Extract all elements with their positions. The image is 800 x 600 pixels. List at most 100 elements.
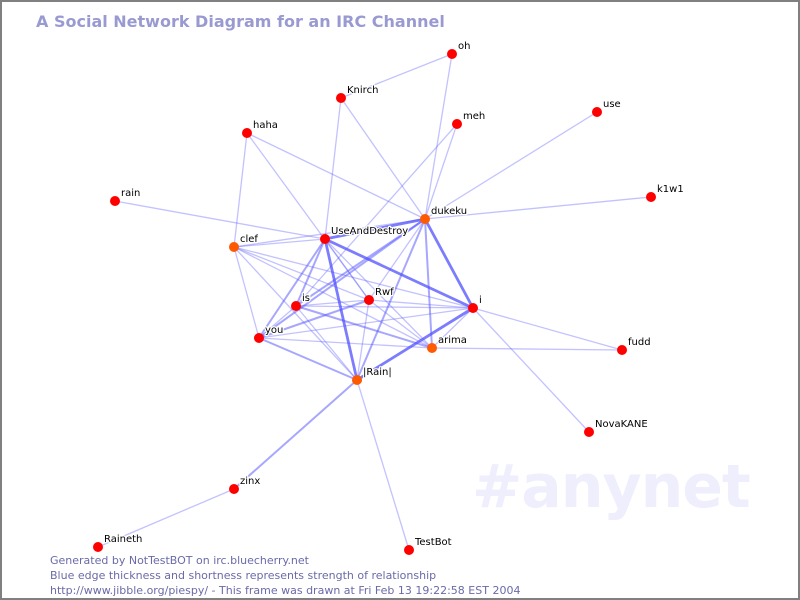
node-label: NovaKANE [595, 419, 648, 430]
edge-i-you [258, 307, 474, 339]
edge-haha-dukeku [246, 132, 426, 220]
node-arima[interactable]: arima [427, 334, 468, 353]
edge-oh-dukeku [424, 53, 453, 220]
node-label: arima [438, 335, 467, 346]
node-label: you [265, 325, 283, 336]
node-label: use [603, 99, 621, 110]
footer: Generated by NotTestBOT on irc.bluecherr… [50, 553, 520, 598]
edge-clef-arima [233, 246, 433, 349]
node-dukeku[interactable]: dukeku [420, 205, 468, 224]
edge-dukeku-Rwf [368, 218, 426, 301]
node-meh[interactable]: meh [452, 110, 486, 129]
node-use[interactable]: use [592, 98, 622, 117]
node-clef[interactable]: clef [229, 233, 260, 252]
node-label: Rwf [375, 287, 394, 298]
node-i[interactable]: i [468, 294, 483, 313]
node-Knirch[interactable]: Knirch [336, 84, 380, 103]
edge-k1w1-dukeku [424, 196, 652, 220]
node-TestBot[interactable]: TestBot [404, 536, 453, 555]
node-you[interactable]: you [254, 324, 285, 343]
node-dot[interactable] [447, 49, 457, 59]
node-Rwf[interactable]: Rwf [364, 286, 395, 305]
node-dot[interactable] [452, 119, 462, 129]
node-fudd[interactable]: fudd [617, 336, 652, 355]
edge-is-i [295, 305, 474, 309]
edge-zinx-Raineth [97, 488, 235, 548]
node-dot[interactable] [584, 427, 594, 437]
node-dot[interactable] [404, 545, 414, 555]
node-dot[interactable] [291, 301, 301, 311]
edge-dukeku-i [423, 218, 475, 309]
edge-is-arima [295, 305, 433, 349]
edge-dukeku-you [258, 218, 426, 339]
node-dot[interactable] [592, 107, 602, 117]
node-label: k1w1 [657, 184, 684, 195]
edge-haha-Rwf [246, 132, 370, 301]
edge-i-fudd [472, 307, 623, 351]
node-dot[interactable] [254, 333, 264, 343]
edge-Rwf-i [368, 299, 474, 309]
edge-you-Rain [258, 337, 358, 381]
edge-i-arima [431, 307, 474, 349]
node-k1w1[interactable]: k1w1 [646, 183, 685, 202]
node-label: rain [121, 188, 140, 199]
node-dot[interactable] [468, 303, 478, 313]
edge-is-Rwf [295, 299, 370, 307]
node-haha[interactable]: haha [242, 119, 279, 138]
edge-i-NovaKANE [472, 307, 590, 433]
node-label: is [302, 293, 310, 304]
node-dot[interactable] [320, 234, 330, 244]
node-NovaKANE[interactable]: NovaKANE [584, 418, 649, 437]
node-label: zinx [240, 476, 260, 487]
edge-oh-Knirch [340, 53, 453, 99]
node-oh[interactable]: oh [447, 40, 472, 59]
node-dot[interactable] [427, 343, 437, 353]
node-dot[interactable] [229, 242, 239, 252]
node-dot[interactable] [336, 93, 346, 103]
edge-clef-you [233, 246, 260, 339]
edge-UseAndDestroy-i [324, 237, 474, 310]
node-dot[interactable] [352, 375, 362, 385]
node-is[interactable]: is [291, 292, 311, 311]
edge-Rain-TestBot [356, 379, 410, 551]
edge-arima-fudd [431, 347, 623, 351]
node-dot[interactable] [364, 295, 374, 305]
edge-dukeku-UseAndDestroy [324, 217, 426, 241]
edge-dukeku-arima [424, 218, 433, 349]
node-dot[interactable] [617, 345, 627, 355]
edge-Knirch-UseAndDestroy [324, 97, 342, 240]
edge-clef-Rain [233, 246, 358, 381]
node-dot[interactable] [420, 214, 430, 224]
footer-url-timestamp: http://www.jibble.org/piespy/ - This fra… [50, 584, 521, 597]
edge-UseAndDestroy-clef [233, 238, 326, 248]
edge-use-dukeku [424, 111, 598, 220]
node-Raineth[interactable]: Raineth [93, 533, 144, 552]
node-label: dukeku [431, 206, 467, 217]
node-dot[interactable] [110, 196, 120, 206]
edge-you-arima [258, 337, 433, 349]
node-rain[interactable]: rain [110, 187, 142, 206]
edge-is-you [258, 305, 297, 339]
node-dot[interactable] [242, 128, 252, 138]
node-label: Raineth [104, 534, 142, 545]
edge-Rwf-Rain [356, 299, 370, 381]
node-label: TestBot [414, 537, 452, 548]
node-dot[interactable] [646, 192, 656, 202]
node-dot[interactable] [93, 542, 103, 552]
edge-dukeku-clef [233, 218, 426, 248]
node-label: |Rain| [363, 367, 392, 378]
edge-haha-clef [233, 132, 248, 248]
edge-Rain-zinx [233, 379, 358, 490]
node-zinx[interactable]: zinx [229, 475, 262, 494]
node-label: clef [240, 234, 258, 245]
diagram-title: A Social Network Diagram for an IRC Chan… [36, 12, 445, 31]
channel-watermark: #anynet [472, 452, 751, 522]
node-dot[interactable] [229, 484, 239, 494]
node-UseAndDestroy[interactable]: UseAndDestroy [320, 225, 409, 244]
node-Rain[interactable]: |Rain| [352, 366, 393, 385]
edge-meh-is [295, 123, 458, 307]
node-label: Knirch [347, 85, 378, 96]
node-label: oh [458, 41, 470, 52]
